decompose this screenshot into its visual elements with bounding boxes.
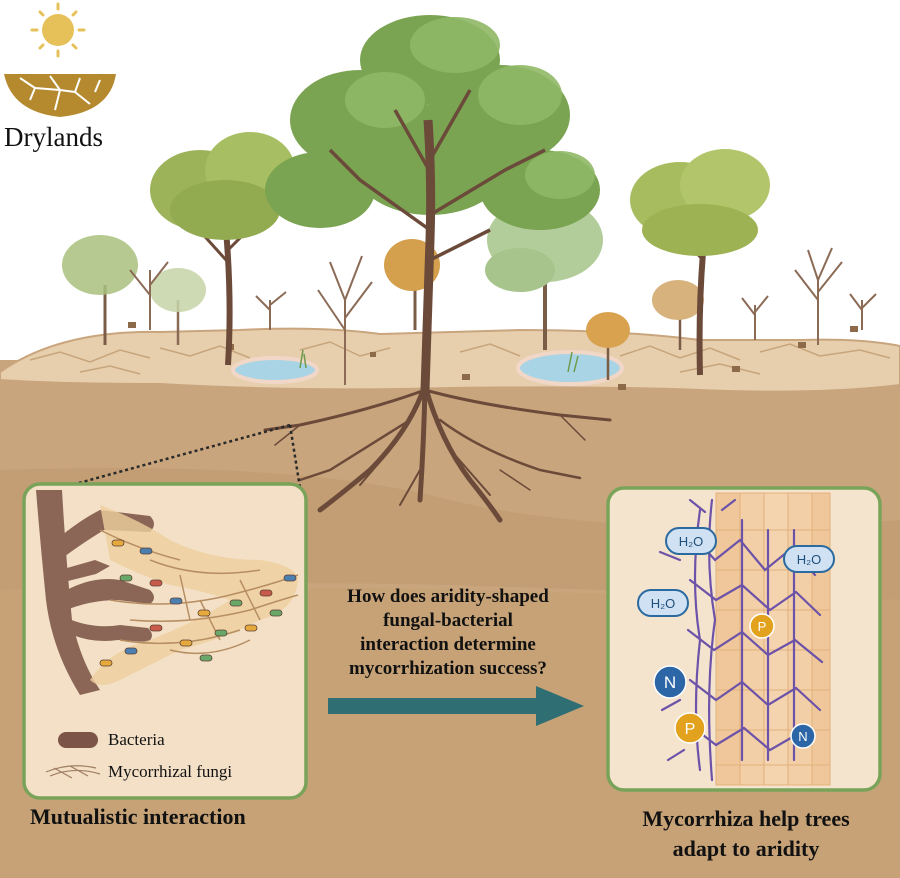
zoom-connector	[45, 423, 302, 494]
water-label-2: H₂O	[797, 552, 822, 567]
main-tree	[265, 15, 600, 391]
phosphorus-chip-1: P	[749, 613, 775, 639]
water-chip-1: H₂O	[665, 527, 717, 555]
nitrogen-chip-1: N	[653, 665, 687, 699]
bacteria-legend-label: Bacteria	[108, 730, 165, 749]
sun-icon	[30, 2, 86, 58]
cracked-earth-icon	[4, 74, 116, 117]
left-panel: Bacteria Mycorrhizal fungi	[22, 482, 308, 800]
bacteria-cells	[99, 539, 297, 667]
bacteria-legend-icon	[58, 732, 98, 748]
phosphorus-label-2: P	[685, 721, 696, 738]
ground-crust	[0, 327, 900, 393]
nitrogen-label-2: N	[798, 729, 807, 744]
pond-reeds	[299, 349, 579, 373]
main-tree-roots	[263, 382, 612, 523]
right-caption-line-1: Mycorrhiza help trees	[642, 806, 850, 831]
nitrogen-label-1: N	[664, 673, 676, 692]
nitrogen-chip-2: N	[790, 723, 816, 749]
question-line-4: mycorrhization success?	[349, 658, 547, 679]
right-panel: H₂O H₂O H₂O P P N N	[606, 486, 882, 792]
water-label-1: H₂O	[679, 534, 704, 549]
fungi-legend-icon	[45, 765, 101, 779]
drylands-logo: Drylands	[4, 2, 116, 152]
research-question: How does aridity-shaped fungal-bacterial…	[347, 586, 549, 679]
phosphorus-label-1: P	[758, 619, 767, 634]
pond-left	[231, 356, 319, 384]
fungi-legend-label: Mycorrhizal fungi	[108, 762, 232, 781]
question-line-2: fungal-bacterial	[383, 610, 513, 631]
left-panel-caption: Mutualistic interaction	[30, 804, 246, 829]
hyphal-network	[658, 498, 824, 782]
water-chip-2: H₂O	[783, 545, 835, 573]
question-line-1: How does aridity-shaped	[347, 586, 549, 607]
arrow-icon	[328, 686, 584, 726]
water-label-3: H₂O	[651, 596, 676, 611]
water-chip-3: H₂O	[637, 589, 689, 617]
question-line-3: interaction determine	[360, 634, 536, 655]
right-caption-line-2: adapt to aridity	[673, 836, 820, 861]
logo-label: Drylands	[4, 122, 103, 152]
pond-right	[516, 350, 624, 386]
background-trees	[62, 132, 877, 385]
phosphorus-chip-2: P	[674, 712, 706, 744]
